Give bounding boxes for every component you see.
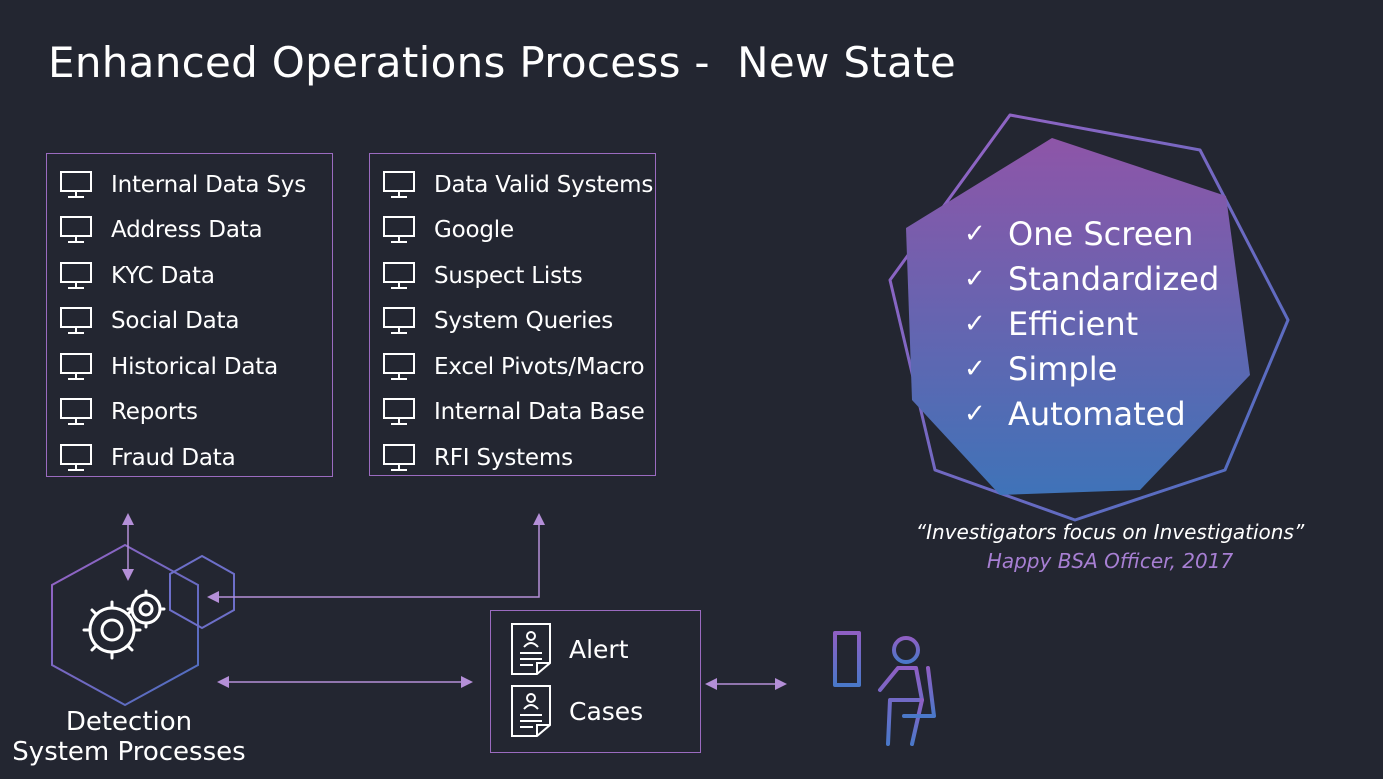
monitor-icon xyxy=(60,352,92,380)
monitor-icon xyxy=(383,443,415,471)
work-items-box: Alert Cases xyxy=(490,610,701,753)
benefit-item: ✓ Simple xyxy=(964,346,1219,391)
monitor-icon xyxy=(383,261,415,289)
benefits-list: ✓ One Screen ✓ Standardized ✓ Efficient ✓ Si… xyxy=(964,211,1219,436)
checkmark-icon: ✓ xyxy=(964,263,986,293)
list-item-label: Excel Pivots/Macro xyxy=(434,353,645,380)
list-item-label: System Queries xyxy=(434,308,614,335)
data-sources-list-left: Internal Data Sys Address Data KYC Data … xyxy=(59,162,306,481)
list-item: Historical Data xyxy=(59,344,306,390)
document-icon xyxy=(511,685,551,737)
list-item: Suspect Lists xyxy=(382,253,653,299)
monitor-icon xyxy=(383,170,415,198)
monitor-icon xyxy=(60,216,92,244)
arrow-hex-to-right-box xyxy=(207,513,545,603)
checkmark-icon: ✓ xyxy=(964,353,986,383)
benefit-item: ✓ Standardized xyxy=(964,256,1219,301)
list-item: RFI Systems xyxy=(382,435,653,481)
benefit-label: One Screen xyxy=(1008,214,1194,253)
data-sources-box-right: Data Valid Systems Google Suspect Lists … xyxy=(369,153,656,476)
list-item-label: Google xyxy=(434,217,514,244)
connector-arrows xyxy=(122,513,787,690)
list-item-label: Suspect Lists xyxy=(434,262,583,289)
list-item-label: Internal Data Sys xyxy=(111,171,306,198)
list-item: Internal Data Sys xyxy=(59,162,306,208)
checkmark-icon: ✓ xyxy=(964,218,986,248)
list-item-label: Data Valid Systems xyxy=(434,171,654,198)
work-item-alert: Alert xyxy=(509,621,629,677)
benefit-label: Standardized xyxy=(1008,259,1220,298)
benefit-label: Simple xyxy=(1008,349,1118,388)
list-item-label: Address Data xyxy=(111,217,263,244)
monitor-icon xyxy=(383,398,415,426)
monitor-icon xyxy=(60,307,92,335)
monitor-icon xyxy=(383,216,415,244)
benefit-item: ✓ Efficient xyxy=(964,301,1219,346)
list-item: Internal Data Base xyxy=(382,390,653,436)
gears-icon xyxy=(82,589,166,660)
page-title: Enhanced Operations Process - New State xyxy=(48,38,956,87)
list-item: Google xyxy=(382,208,653,254)
list-item-label: Internal Data Base xyxy=(434,399,645,426)
monitor-icon xyxy=(60,398,92,426)
detection-hexagons xyxy=(51,543,235,707)
detection-label: Detection System Processes xyxy=(0,707,258,767)
benefit-label: Automated xyxy=(1008,394,1186,433)
list-item: Data Valid Systems xyxy=(382,162,653,208)
checkmark-icon: ✓ xyxy=(964,308,986,338)
list-item-label: Historical Data xyxy=(111,353,278,380)
work-item-cases: Cases xyxy=(509,683,643,739)
list-item-label: Fraud Data xyxy=(111,444,236,471)
list-item-label: Social Data xyxy=(111,308,240,335)
quote-attribution: Happy BSA Officer, 2017 xyxy=(986,549,1234,573)
benefit-label: Efficient xyxy=(1008,304,1139,343)
list-item: Fraud Data xyxy=(59,435,306,481)
list-item-label: RFI Systems xyxy=(434,444,573,471)
list-item: Social Data xyxy=(59,299,306,345)
list-item: Excel Pivots/Macro xyxy=(382,344,653,390)
monitor-icon xyxy=(383,307,415,335)
list-item-label: KYC Data xyxy=(111,262,215,289)
monitor-icon xyxy=(60,170,92,198)
list-item: System Queries xyxy=(382,299,653,345)
benefit-item: ✓ One Screen xyxy=(964,211,1219,256)
monitor-icon xyxy=(383,352,415,380)
data-sources-list-right: Data Valid Systems Google Suspect Lists … xyxy=(382,162,653,481)
list-item: KYC Data xyxy=(59,253,306,299)
detection-label-line2: System Processes xyxy=(12,737,246,767)
list-item-label: Reports xyxy=(111,399,198,426)
benefit-item: ✓ Automated xyxy=(964,391,1219,436)
list-item: Address Data xyxy=(59,208,306,254)
list-item: Reports xyxy=(59,390,306,436)
data-sources-box-left: Internal Data Sys Address Data KYC Data … xyxy=(46,153,333,477)
benefits-hexagon xyxy=(888,113,1290,522)
monitor-icon xyxy=(60,443,92,471)
monitor-icon xyxy=(60,261,92,289)
work-item-label: Cases xyxy=(569,696,644,726)
detection-label-line1: Detection xyxy=(65,707,193,737)
person-at-computer-icon xyxy=(826,631,936,746)
quote-text: “Investigators focus on Investigations” xyxy=(915,520,1305,544)
checkmark-icon: ✓ xyxy=(964,398,986,428)
document-icon xyxy=(511,623,551,675)
work-item-label: Alert xyxy=(569,634,629,664)
